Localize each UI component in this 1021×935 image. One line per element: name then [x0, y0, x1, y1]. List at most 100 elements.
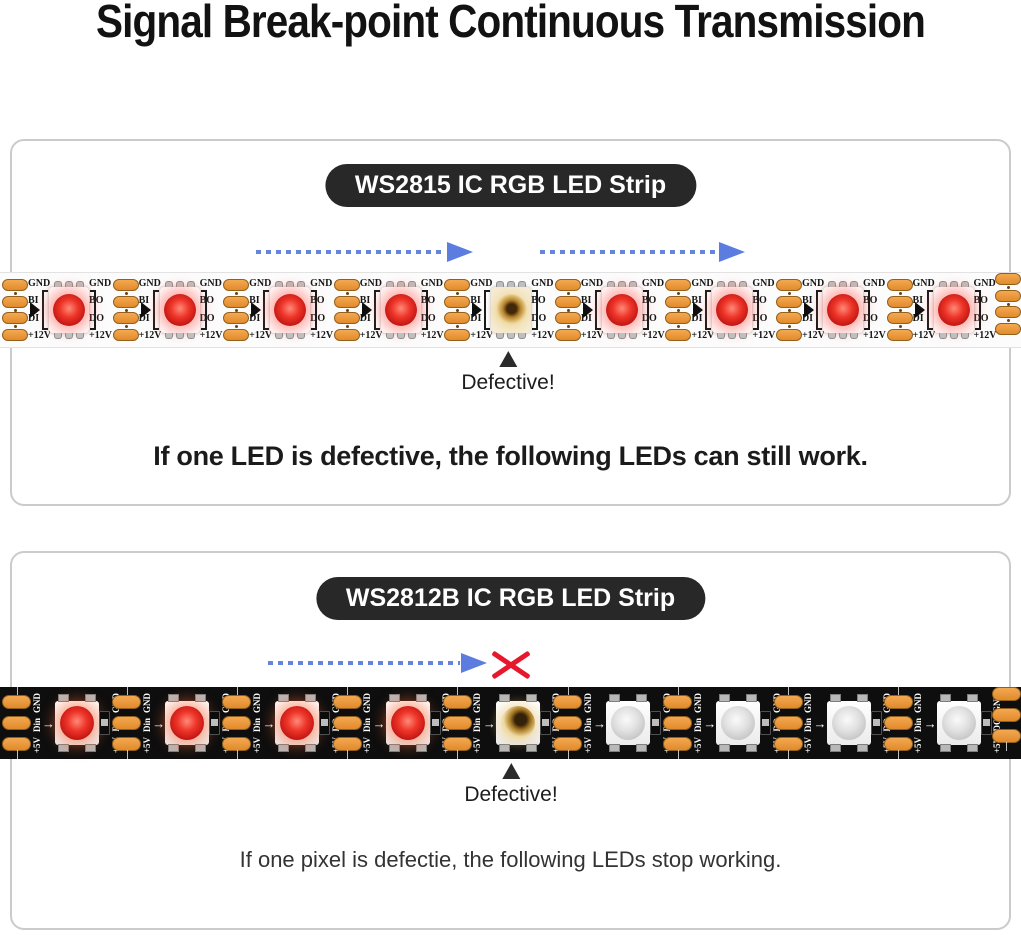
solder-pad: [2, 716, 31, 730]
pin-label: GND: [470, 278, 493, 289]
led-pin: [496, 281, 505, 287]
led-pins: [936, 333, 972, 339]
pin-label: +5V: [582, 736, 593, 753]
solder-pad-column: [886, 279, 913, 341]
led-dome: [170, 706, 205, 740]
led-pins: [825, 281, 861, 287]
solder-pad: [442, 716, 472, 730]
pin-label: DO: [310, 312, 326, 324]
pin-label: GND: [912, 278, 935, 289]
pin-label: BO: [199, 295, 215, 307]
solder-pad: [886, 279, 913, 295]
signal-direction-icon: [693, 302, 704, 318]
led-pin: [719, 744, 731, 752]
solder-pad-column: [883, 687, 913, 759]
pin-label: +12V: [801, 329, 825, 341]
led-pin: [186, 333, 195, 339]
solder-pad: [775, 295, 802, 312]
solder-pad: [2, 312, 28, 329]
led-pin: [717, 281, 726, 287]
capacitor-component: [429, 711, 441, 735]
pin-label: +12V: [359, 329, 383, 341]
led-pin: [415, 694, 427, 702]
solder-pad: [554, 295, 581, 312]
led-pin: [54, 281, 62, 287]
solder-pad: [665, 279, 692, 295]
led-pins: [604, 333, 640, 339]
capacitor-component: [760, 711, 772, 735]
pin-label: +5V: [692, 736, 703, 753]
led-pin: [939, 694, 951, 702]
led-pin: [829, 694, 841, 702]
led-pin: [949, 281, 958, 287]
led-pin: [829, 744, 841, 752]
led-pin: [278, 744, 290, 752]
solder-pad: [333, 279, 360, 295]
led-on: [140, 281, 207, 339]
pin-label: GND: [752, 278, 775, 289]
led-dome: [721, 706, 756, 740]
led-pin: [609, 744, 621, 752]
pin-label: Din: [251, 717, 262, 732]
led-pin: [628, 333, 637, 339]
led-pin: [636, 694, 648, 702]
led-pin: [939, 744, 951, 752]
pin-label: BO: [862, 295, 878, 307]
led-pin: [58, 744, 69, 752]
pin-label: BI: [470, 295, 481, 307]
solder-pad: [995, 306, 1021, 323]
led-pin: [496, 333, 505, 339]
pin-label: BO: [310, 295, 325, 307]
signal-direction-icon: [140, 302, 151, 318]
led-dome: [53, 294, 85, 326]
led-pin: [838, 333, 847, 339]
pin-label: GND: [249, 278, 272, 289]
pin-label: +12V: [249, 329, 273, 341]
led-pin: [305, 744, 317, 752]
led-on: [361, 281, 428, 339]
solder-pad-column: [444, 279, 471, 341]
pin-label: GND: [913, 693, 924, 713]
pin-label: +12V: [752, 329, 776, 341]
pin-label: GND: [862, 278, 886, 289]
led-pins: [272, 281, 308, 287]
led-pin: [175, 333, 184, 339]
led-pin: [609, 694, 621, 702]
pin-label: BI: [138, 295, 150, 307]
solder-pad: [554, 279, 581, 295]
solder-pad: [332, 737, 362, 751]
pin-label: +12V: [912, 329, 936, 341]
solder-pad: [995, 322, 1021, 335]
solder-pad: [663, 737, 693, 751]
solder-pad: [442, 737, 472, 751]
led-pin: [966, 744, 978, 752]
led-pin: [827, 281, 836, 287]
solder-pad: [554, 312, 581, 329]
led-pin: [949, 333, 958, 339]
signal-direction-icon: [914, 302, 925, 318]
pin-label: BO: [641, 295, 657, 307]
solder-pad: [665, 312, 692, 329]
defective-callout-ws2812b: Defective!: [464, 763, 558, 807]
solder-pad: [444, 279, 471, 295]
solder-pad: [775, 328, 802, 341]
led-pin: [65, 333, 73, 339]
led-pin: [617, 281, 626, 287]
solder-pad: [773, 716, 803, 730]
led-pins: [51, 333, 87, 339]
led-pin: [628, 281, 637, 287]
